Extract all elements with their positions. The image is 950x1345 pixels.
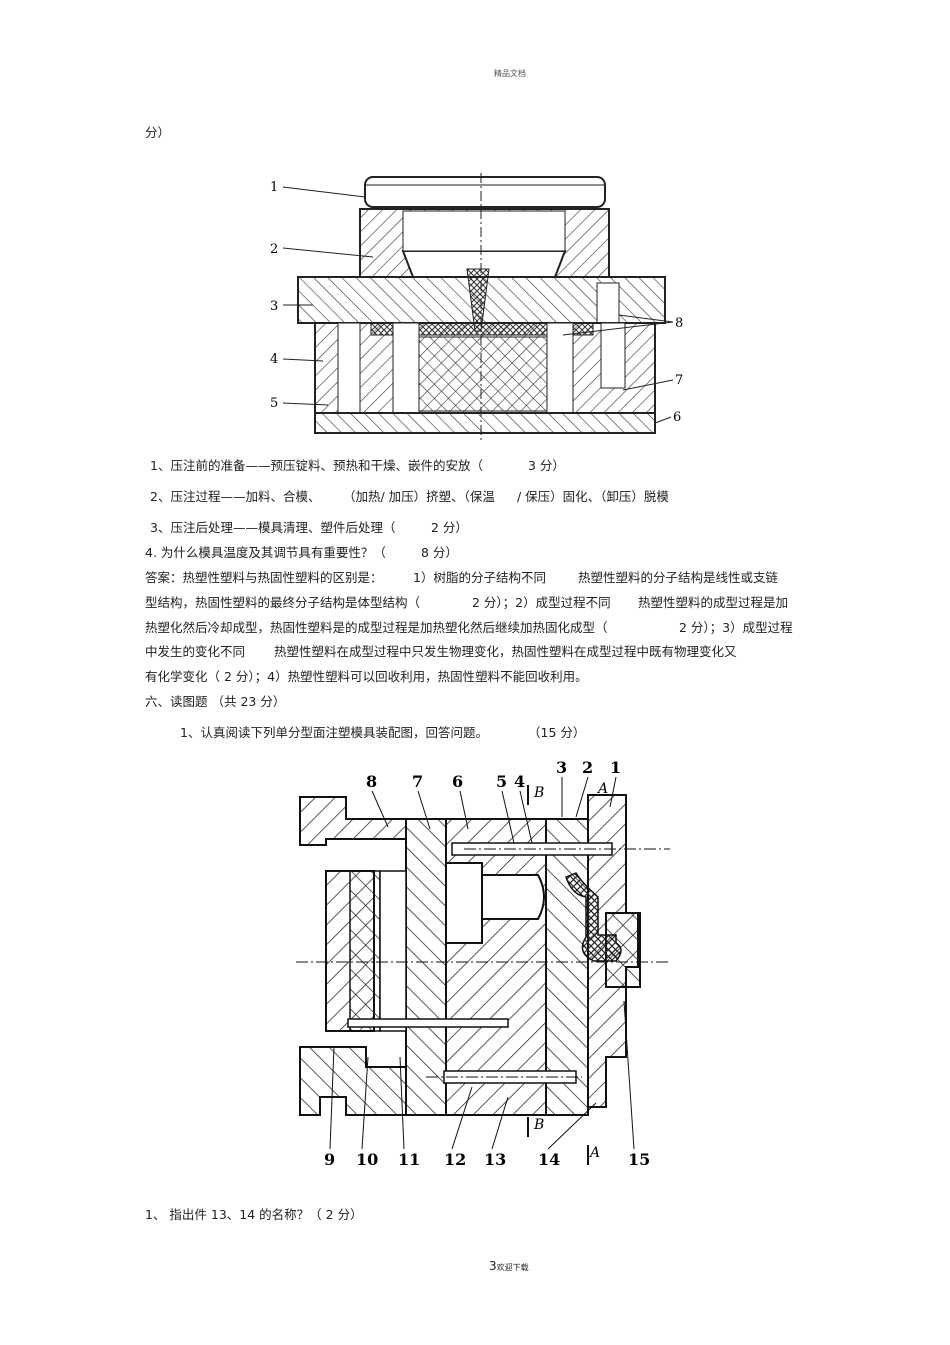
answer-line-2a: 型结构，热固性塑料的最终分子结构是体型结构（: [145, 595, 421, 610]
step-3: 3、压注后处理——模具清理、塑件后处理（: [150, 520, 396, 535]
answer-line-2c: 热塑性塑料的成型过程是加: [638, 595, 789, 610]
continued-text: 分）: [145, 125, 171, 140]
page-number: 3: [489, 1259, 497, 1273]
answer-line-2b: 2 分）；2）成型过程不同: [472, 595, 611, 610]
answer-line-4a: 中发生的变化不同: [145, 644, 246, 659]
fig2-label: 8: [366, 772, 377, 791]
fig2-label: 5: [496, 772, 507, 791]
fig1-label: 6: [673, 410, 681, 425]
fig2-label: 13: [484, 1150, 506, 1169]
answer-line-1b: 1）树脂的分子结构不同: [413, 570, 546, 585]
section-mark: A: [588, 1145, 600, 1161]
sub-question-1: 1、 指出件 13、14 的名称？（ 2 分）: [145, 1207, 363, 1222]
fig2-label: 4: [514, 772, 525, 791]
answer-line-3b: 2 分）；3）成型过程: [679, 620, 793, 635]
fig1-label: 8: [675, 316, 683, 331]
fig2-label: 10: [356, 1150, 378, 1169]
question-6-1-score: （15 分）: [528, 725, 586, 740]
footer-note: 欢迎下载: [496, 1263, 529, 1272]
answer-line-1c: 热塑性塑料的分子结构是线性或支链: [578, 570, 779, 585]
question-4: 4. 为什么模具温度及其调节具有重要性？（: [145, 545, 386, 560]
fig1-label: 4: [270, 352, 278, 367]
fig2-label: 2: [582, 758, 593, 777]
answer-line-1a: 答案：热塑性塑料与热固性塑料的区别是：: [145, 570, 383, 585]
fig1-label: 3: [270, 299, 278, 314]
transfer-mold-drawing: 1 2 3 4 5 6 7 8: [270, 173, 683, 443]
section-6-title: 六、读图题 （共 23 分）: [145, 694, 286, 709]
answer-line-3a: 热塑化然后冷却成型，热固性塑料是的成型过程是加热塑化然后继续加热固化成型（: [145, 620, 608, 635]
fig2-label: 3: [556, 758, 567, 777]
section-mark: A: [596, 781, 608, 797]
step-1-score: 3 分）: [528, 458, 565, 473]
question-6-1: 1、认真阅读下列单分型面注塑模具装配图，回答问题。: [180, 725, 488, 740]
page-footer: 3欢迎下载: [489, 1259, 529, 1273]
injection-mold-figure: B A B A 8 7 6 5 4 3 2 1 9 10 11 12 13 14…: [276, 757, 670, 1170]
section-mark: B: [533, 785, 544, 801]
transfer-mold-figure: 1 2 3 4 5 6 7 8: [243, 165, 711, 443]
fig1-label: 2: [270, 242, 278, 257]
question-4-score: 8 分）: [421, 545, 458, 560]
fig2-label: 6: [452, 772, 463, 791]
step-3-score: 2 分）: [431, 520, 468, 535]
fig2-label: 14: [538, 1150, 560, 1169]
fig2-label: 7: [412, 772, 423, 791]
fig2-label: 11: [398, 1150, 420, 1169]
step-2-part2: （加热/ 加压）挤塑、（保温: [343, 489, 495, 504]
fig2-label: 9: [324, 1150, 335, 1169]
fig1-label: 7: [675, 373, 683, 388]
answer-line-5: 有化学变化（ 2 分）；4）热塑性塑料可以回收利用，热固性塑料不能回收利用。: [145, 669, 588, 684]
answer-line-4b: 热塑性塑料在成型过程中只发生物理变化，热固性塑料在成型过程中既有物理变化又: [274, 644, 737, 659]
fig2-label: 1: [610, 758, 621, 777]
step-2: 2、压注过程——加料、合模、: [150, 489, 321, 504]
step-2-part3: / 保压）固化、（卸压）脱模: [517, 489, 669, 504]
fig1-label: 1: [270, 180, 278, 195]
page-header: 精品文档: [494, 69, 526, 78]
step-1: 1、压注前的准备——预压锭料、预热和干燥、嵌件的安放（: [150, 458, 483, 473]
section-mark: B: [533, 1117, 544, 1133]
fig1-label: 5: [270, 396, 278, 411]
fig2-label: 15: [628, 1150, 650, 1169]
injection-mold-drawing: B A B A 8 7 6 5 4 3 2 1 9 10 11 12 13 14…: [296, 758, 670, 1169]
fig2-label: 12: [444, 1150, 466, 1169]
